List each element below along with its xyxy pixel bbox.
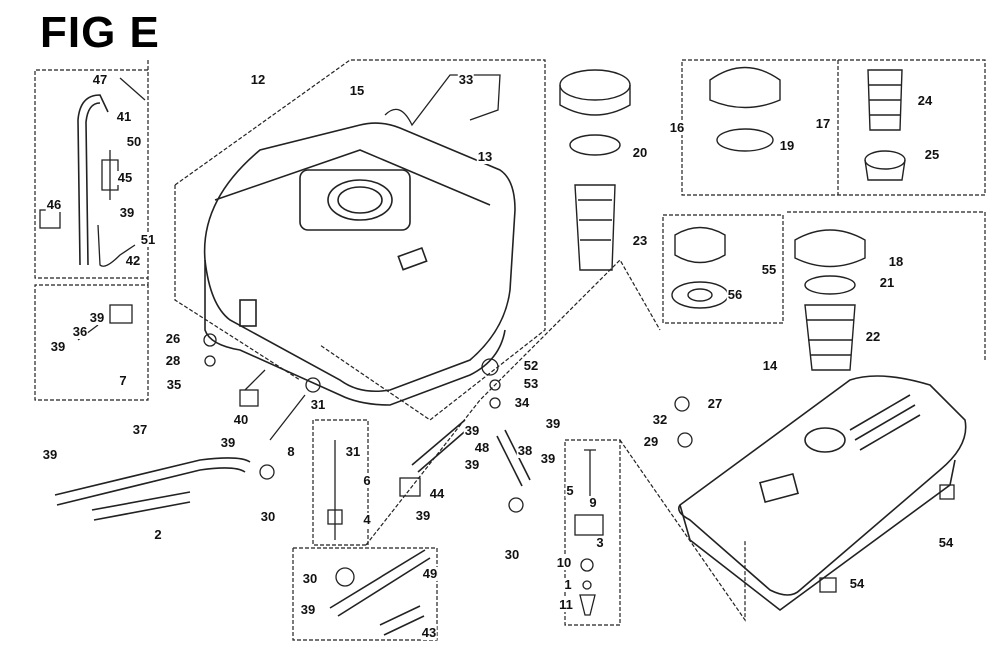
callout-32: 32 [651,412,669,427]
callout-10: 10 [555,555,573,570]
callout-33: 33 [457,72,475,87]
callout-40: 40 [232,412,250,427]
callout-24: 24 [916,93,934,108]
callout-18: 18 [887,254,905,269]
callout-13: 13 [476,149,494,164]
callout-27: 27 [706,396,724,411]
callout-39: 39 [414,508,432,523]
callout-7: 7 [118,373,128,388]
callout-39: 39 [539,451,557,466]
cap-box-1 [681,59,986,196]
callout-31: 31 [309,397,327,412]
callout-50: 50 [125,134,143,149]
callout-56: 56 [726,287,744,302]
callout-21: 21 [878,275,896,290]
callout-43: 43 [420,625,438,640]
callout-39: 39 [41,447,59,462]
callout-39: 39 [49,339,67,354]
callout-30: 30 [503,547,521,562]
callout-34: 34 [513,395,531,410]
hoses [54,94,531,636]
cap-box-3 [787,211,986,360]
callout-49: 49 [421,566,439,581]
callout-35: 35 [165,377,183,392]
fuel-tank-right [677,375,967,612]
callout-54: 54 [937,535,955,550]
callout-3: 3 [595,535,605,550]
callout-16: 16 [668,120,686,135]
callout-39: 39 [463,457,481,472]
callout-44: 44 [428,486,446,501]
callout-4: 4 [362,512,372,527]
callout-48: 48 [473,440,491,455]
callout-28: 28 [164,353,182,368]
callout-17: 17 [814,116,832,131]
callout-25: 25 [923,147,941,162]
callout-41: 41 [115,109,133,124]
callout-39: 39 [299,602,317,617]
group-boxes [34,59,986,641]
callout-15: 15 [348,83,366,98]
callout-19: 19 [778,138,796,153]
callout-8: 8 [286,444,296,459]
callout-29: 29 [642,434,660,449]
callout-52: 52 [522,358,540,373]
callout-45: 45 [116,170,134,185]
hose-box [292,547,438,641]
fuel-line-box [34,60,149,401]
callout-5: 5 [565,483,575,498]
callout-47: 47 [91,72,109,87]
callout-30: 30 [301,571,319,586]
callout-53: 53 [522,376,540,391]
callout-39: 39 [219,435,237,450]
callout-1: 1 [563,577,573,592]
small-parts [39,74,955,616]
callout-54: 54 [848,576,866,591]
figure-title: FIG E [40,8,160,57]
bolt-box [312,419,369,546]
callout-6: 6 [362,473,372,488]
callout-39: 39 [118,205,136,220]
callout-36: 36 [71,324,89,339]
callout-30: 30 [259,509,277,524]
cap-box-2 [662,214,784,324]
callout-39: 39 [88,310,106,325]
callout-23: 23 [631,233,649,248]
callout-14: 14 [761,358,779,373]
callout-12: 12 [249,72,267,87]
fuel-tank-left [203,122,516,406]
callout-46: 46 [45,197,63,212]
callout-31: 31 [344,444,362,459]
callout-42: 42 [124,253,142,268]
callout-38: 38 [516,443,534,458]
fuel-tank-box [174,59,546,421]
callout-26: 26 [164,331,182,346]
callout-39: 39 [544,416,562,431]
callout-55: 55 [760,262,778,277]
callout-51: 51 [139,232,157,247]
callout-22: 22 [864,329,882,344]
caps-and-strainers [559,66,906,371]
callout-37: 37 [131,422,149,437]
callout-9: 9 [588,495,598,510]
callout-2: 2 [153,527,163,542]
callout-20: 20 [631,145,649,160]
callout-11: 11 [558,597,574,612]
callout-39: 39 [463,423,481,438]
